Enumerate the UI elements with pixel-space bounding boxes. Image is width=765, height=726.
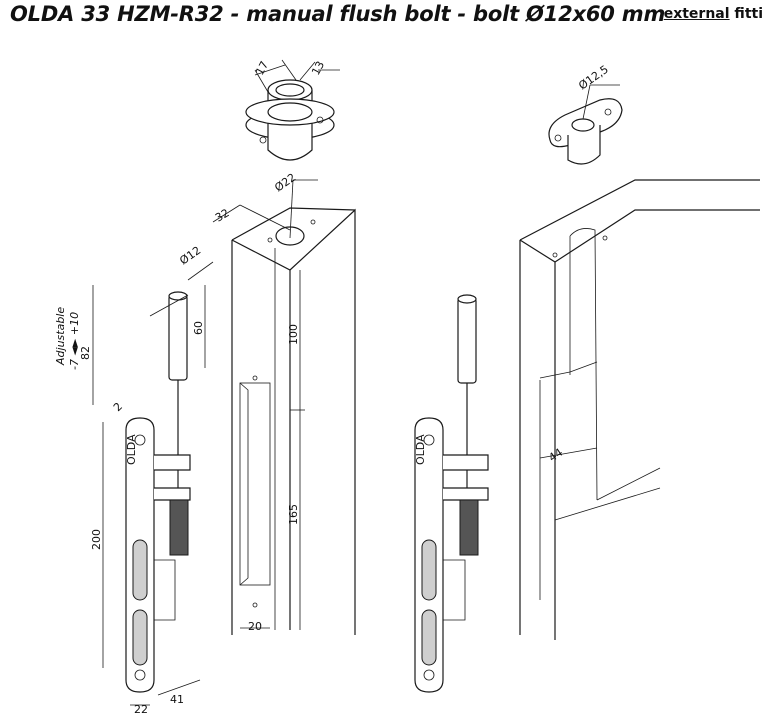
leader-d12b bbox=[149, 294, 189, 317]
flush-bolt-left: OLDA bbox=[125, 291, 191, 693]
dim-13: 13 bbox=[309, 59, 327, 77]
label-adjustable: Adjustable bbox=[54, 307, 67, 366]
dim-200: 200 bbox=[90, 529, 103, 550]
flush-bolt-right: OLDA bbox=[414, 294, 489, 693]
brand-logo-external: external bbox=[663, 6, 730, 22]
plate-brand-right: OLDA bbox=[414, 434, 427, 465]
label-adjust-range: -7 ◄► +10 bbox=[68, 312, 81, 370]
strike-plate-left bbox=[245, 59, 340, 161]
strike-plate-right bbox=[548, 84, 623, 165]
door-frame-right bbox=[519, 179, 760, 640]
dim-20: 20 bbox=[248, 620, 262, 633]
brand-logo-fitti: fitti bbox=[729, 6, 763, 22]
plate-brand-left: OLDA bbox=[125, 434, 138, 465]
dim-44: 44 bbox=[546, 446, 565, 465]
dim-2: 2 bbox=[111, 400, 125, 414]
dim-165: 165 bbox=[287, 504, 300, 525]
dim-82: 82 bbox=[79, 346, 92, 360]
dim-17: 17 bbox=[253, 59, 271, 77]
page-title: OLDA 33 HZM-R32 - manual flush bolt - bo… bbox=[10, 2, 666, 26]
brand-logo: external fitti bbox=[664, 6, 763, 22]
dim-32: 32 bbox=[213, 206, 232, 224]
leader-d12 bbox=[187, 261, 214, 281]
dim-22: 22 bbox=[134, 703, 148, 716]
door-frame-left bbox=[212, 179, 356, 635]
dim-12-5: Ø12,5 bbox=[576, 63, 611, 93]
dim-41: 41 bbox=[170, 693, 184, 706]
dim-100: 100 bbox=[287, 324, 300, 345]
dim-60: 60 bbox=[192, 321, 205, 335]
dim-22-hole: Ø22 bbox=[272, 171, 298, 195]
dim-12-bolt: Ø12 bbox=[177, 244, 203, 268]
dim-line-41 bbox=[157, 679, 201, 696]
